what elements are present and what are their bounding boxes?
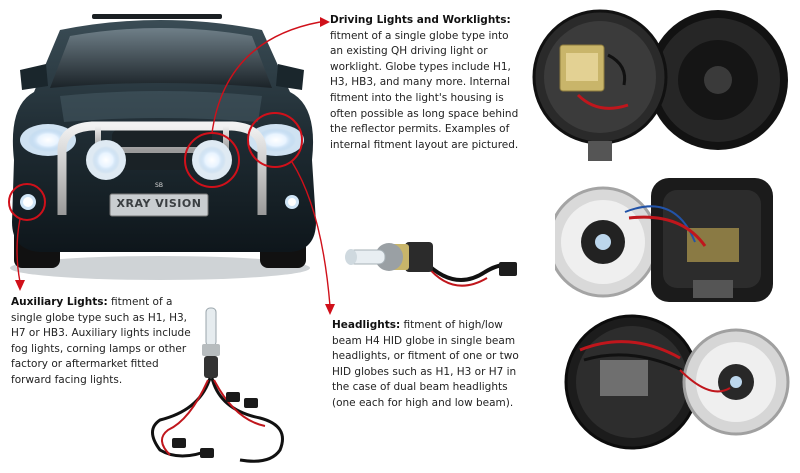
- headlights-line: headlights, or fitment of one or two: [332, 350, 519, 363]
- driving-line: H3, HB3, and many more. Internal: [330, 76, 511, 89]
- auxiliary-line: forward facing lights.: [11, 373, 123, 386]
- car-badge: SB: [155, 182, 163, 189]
- headlights-block: Headlights: fitment of high/low beam H4 …: [332, 318, 547, 412]
- headlights-line: HID globes such as H1, H3 or H7 in: [332, 365, 517, 378]
- headlights-line: beam H4 HID globe in single beam: [332, 334, 516, 347]
- fitment-photo-1: [532, 9, 788, 161]
- car-front-image: [8, 14, 316, 280]
- auxiliary-line: H7 or HB3. Auxiliary lights include: [11, 327, 191, 340]
- auxiliary-lights-title: Auxiliary Lights:: [11, 296, 108, 308]
- auxiliary-first-line: fitment of a: [107, 296, 173, 308]
- fitment-photo-3: [564, 314, 790, 450]
- driving-line: often possible as long space behind: [330, 107, 519, 120]
- headlights-first-line: fitment of high/low: [400, 319, 503, 331]
- driving-line: fitment of a single globe type into: [330, 29, 509, 42]
- headlights-line: the case of dual beam headlights: [332, 381, 508, 394]
- h4-hid-bulb-image: [345, 242, 517, 287]
- driving-line: internal fitment layout are pictured.: [330, 138, 519, 151]
- headlights-title: Headlights:: [332, 319, 401, 331]
- driving-line: the reflector permits. Examples of: [330, 123, 510, 136]
- hid-globe-harness-image: [151, 307, 284, 463]
- auxiliary-line: single globe type such as H1, H3,: [11, 311, 187, 324]
- driving-line: worklight. Globe types include H1,: [330, 60, 511, 73]
- driving-lights-title: Driving Lights and Worklights:: [330, 14, 511, 26]
- auxiliary-lights-block: Auxiliary Lights: fitment of a single gl…: [11, 295, 226, 389]
- driving-line: an existing QH driving light or: [330, 45, 488, 58]
- driving-line: fitment into the light's housing is: [330, 91, 504, 104]
- fitment-photo-2: [555, 178, 773, 302]
- auxiliary-line: factory or aftermarket fitted: [11, 358, 159, 371]
- license-plate-text: XRAY VISION: [116, 197, 202, 210]
- driving-lights-block: Driving Lights and Worklights: fitment o…: [330, 13, 555, 153]
- auxiliary-line: fog lights, corning lamps or other: [11, 342, 187, 355]
- headlights-line: (one each for high and low beam).: [332, 396, 514, 409]
